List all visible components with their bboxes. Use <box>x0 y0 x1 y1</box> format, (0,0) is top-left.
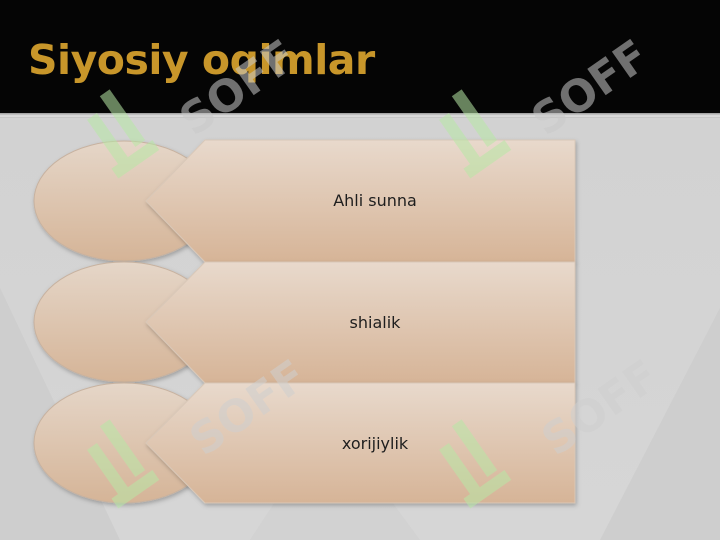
item-label-1: Ahli sunna <box>333 191 417 210</box>
row-2-arrow-box <box>145 261 576 384</box>
item-label-3: xorijiylik <box>341 434 409 453</box>
item-label-2: shialik <box>349 313 401 332</box>
page-title: Siyosiy oqimlar <box>28 36 375 84</box>
diagram-row-2 <box>33 261 576 384</box>
title-divider <box>0 113 720 118</box>
